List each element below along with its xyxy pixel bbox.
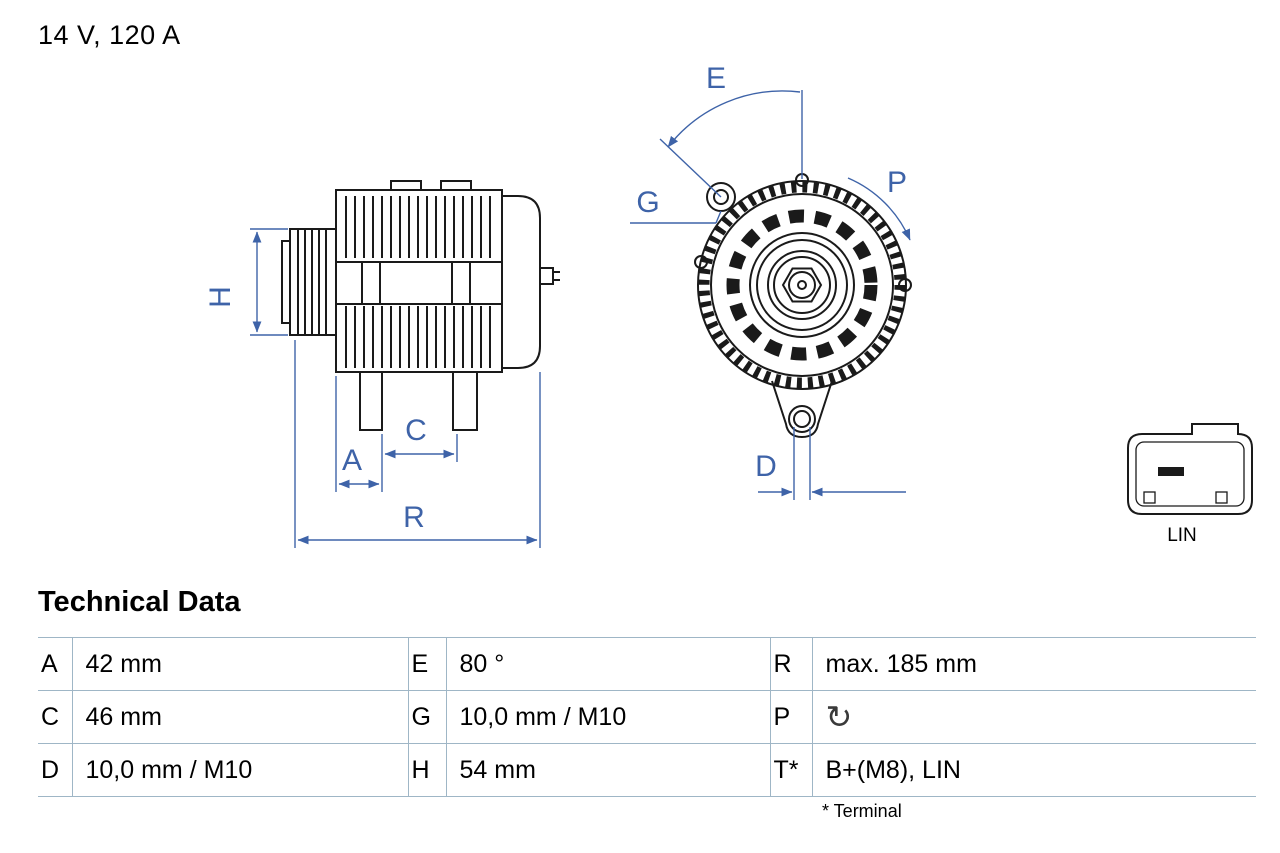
- dim-label-c: C: [405, 414, 427, 447]
- dim-value-g: 10,0 mm / M10: [446, 690, 771, 744]
- dim-value-h: 54 mm: [446, 743, 771, 797]
- dim-value-a: 42 mm: [72, 637, 409, 691]
- dim-label-r: R: [403, 501, 425, 534]
- dim-key-d: D: [38, 743, 73, 797]
- dim-value-c: 46 mm: [72, 690, 409, 744]
- dim-value-r: max. 185 mm: [812, 637, 1256, 691]
- table-row: C 46 mm G 10,0 mm / M10 P ↻: [38, 690, 1256, 744]
- dimension-lines: [250, 90, 911, 548]
- table-row: A 42 mm E 80 ° R max. 185 mm: [38, 637, 1256, 691]
- dim-label-a: A: [342, 444, 362, 477]
- dim-key-a: A: [38, 637, 73, 691]
- dim-value-d: 10,0 mm / M10: [72, 743, 409, 797]
- dim-key-h: H: [408, 743, 447, 797]
- electrical-rating: 14 V, 120 A: [38, 20, 181, 50]
- dim-key-t: T*: [770, 743, 813, 797]
- dim-key-r: R: [770, 637, 813, 691]
- terminal-footnote: * Terminal: [822, 801, 902, 821]
- dim-value-t: B+(M8), LIN: [812, 743, 1256, 797]
- dim-label-h: H: [204, 286, 237, 308]
- mounting-hole-d: [793, 410, 811, 428]
- table-row: D 10,0 mm / M10 H 54 mm T* B+(M8), LIN: [38, 743, 1256, 797]
- shaft-hex-nut: [781, 267, 823, 303]
- dim-label-e: E: [706, 62, 726, 95]
- dim-key-g: G: [408, 690, 447, 744]
- dim-key-c: C: [38, 690, 73, 744]
- dim-label-p: P: [887, 166, 907, 199]
- dim-value-e: 80 °: [446, 637, 771, 691]
- rotation-direction-icon: ↻: [812, 690, 1256, 744]
- connector-label: LIN: [1167, 525, 1197, 546]
- alternator-technical-drawing: LIN: [204, 62, 1253, 548]
- alternator-side-view: [281, 180, 560, 431]
- alternator-front-view: [694, 173, 912, 439]
- dim-key-e: E: [408, 637, 447, 691]
- lin-connector-drawing: [1127, 423, 1253, 515]
- dim-key-p: P: [770, 690, 813, 744]
- technical-data-title: Technical Data: [38, 586, 241, 618]
- dim-label-d: D: [755, 450, 777, 483]
- dimension-labels: H A C R E G P D: [204, 62, 907, 534]
- dim-label-g: G: [636, 186, 659, 219]
- connector-minus-terminal: [1158, 467, 1184, 476]
- technical-data-table: A 42 mm E 80 ° R max. 185 mm C 46 mm G 1…: [38, 637, 1256, 797]
